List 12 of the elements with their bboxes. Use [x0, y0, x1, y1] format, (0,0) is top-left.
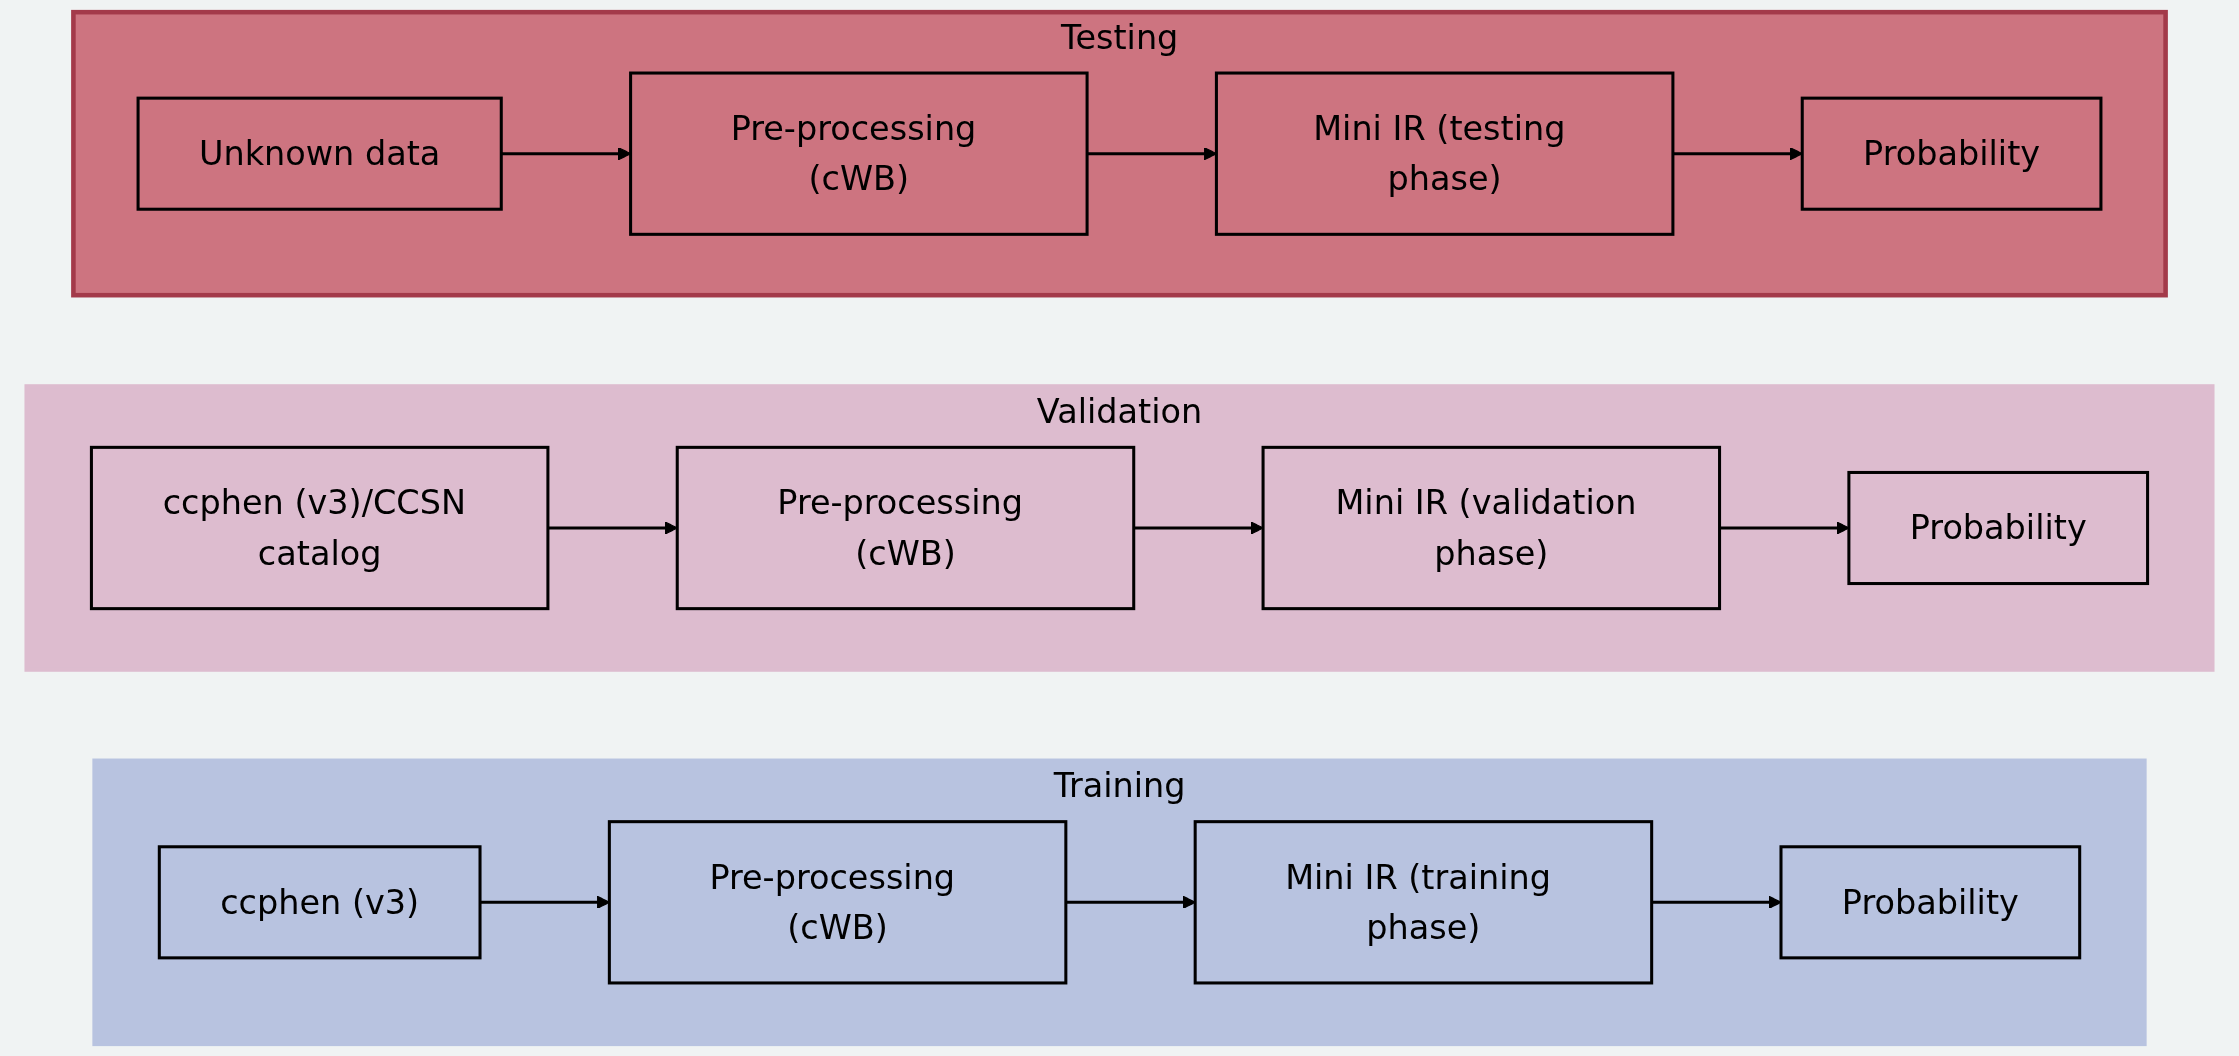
node-box: ccphen (v3)	[157, 845, 482, 960]
node-box: Mini IR (testing phase)	[1214, 71, 1675, 236]
node-box: Unknown data	[136, 96, 503, 211]
node-box: Probability	[1847, 470, 2150, 586]
node-box: Probability	[1779, 845, 2082, 960]
node-box: Mini IR (training phase)	[1193, 820, 1654, 985]
node-box: Probability	[1800, 96, 2103, 211]
node-box: Pre-processing (cWB)	[629, 71, 1089, 236]
node-box: ccphen (v3)/CCSN catalog	[89, 445, 550, 611]
node-box: Pre-processing (cWB)	[675, 445, 1136, 611]
node-box: Mini IR (validation phase)	[1261, 445, 1722, 611]
node-box: Pre-processing (cWB)	[607, 820, 1068, 985]
